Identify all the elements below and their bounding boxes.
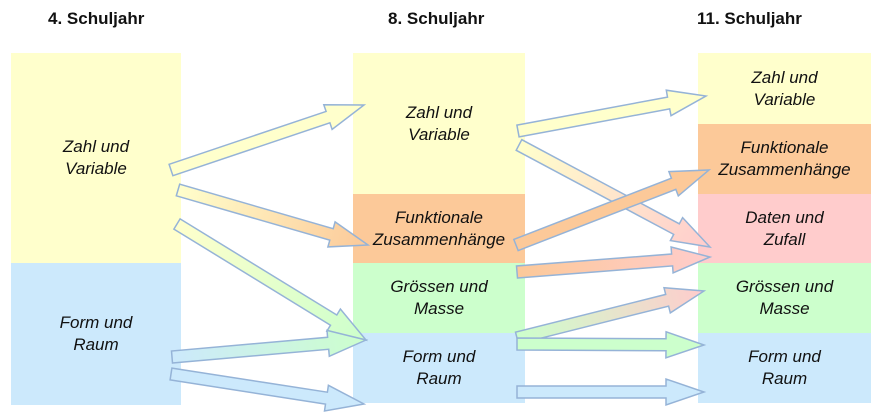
box-label-line2: Raum xyxy=(416,369,462,388)
box-label-line1: Funktionale xyxy=(740,138,829,157)
arrow-c1-zahl-to-c2-zahl xyxy=(168,104,367,177)
box-label-line2: Masse xyxy=(759,299,810,318)
arrow-c2-form-to-c3-groe xyxy=(514,286,707,345)
arrow-c2-zahl-to-c3-zahl xyxy=(516,89,709,138)
box-label-line1: Zahl und xyxy=(751,67,818,87)
column-title-11: 11. Schuljahr xyxy=(697,9,802,28)
box-label-line2: Raum xyxy=(73,335,119,354)
box-label-line2: Zusammenhänge xyxy=(718,160,851,179)
column-title-8: 8. Schuljahr xyxy=(388,9,485,28)
box-label-line2: Raum xyxy=(761,369,808,388)
arrow-c1-form-to-c2-form xyxy=(169,367,367,412)
box-label-line1: Zahl und xyxy=(405,102,473,122)
column-title-4: 4. Schuljahr xyxy=(48,9,145,28)
box-label-line2: Zufall xyxy=(763,229,806,249)
arrow-c2-groe-to-c3-date xyxy=(515,246,713,279)
box-label-line2: Zusammenhänge xyxy=(372,229,506,249)
arrow-c2-form-to-c3-form xyxy=(516,377,707,407)
box-label-line1: Grössen und xyxy=(390,277,488,296)
box-label-line1: Grössen und xyxy=(735,277,834,296)
box-label-line2: Variable xyxy=(753,89,816,109)
arrow-c1-zahl-to-c2-funk xyxy=(175,183,371,248)
box-label-line2: Masse xyxy=(413,299,465,318)
box-label-line1: Form und xyxy=(402,347,476,366)
arrow-c2-zahl-to-c3-date xyxy=(515,138,713,249)
box-label-line1: Funktionale xyxy=(395,207,483,227)
arrow-c2-funk-to-c3-funk xyxy=(512,169,712,252)
arrow-c1-form-to-c2-form xyxy=(170,329,369,364)
box-label-line1: Daten und xyxy=(745,207,824,227)
arrow-c1-zahl-to-c2-form xyxy=(172,217,368,342)
box-label-line1: Zahl und xyxy=(62,137,130,156)
box-label-line1: Form und xyxy=(748,347,821,366)
box-label-line2: Variable xyxy=(408,124,470,144)
arrow-c2-form-to-c3-form xyxy=(516,330,707,359)
box-label-line1: Form und xyxy=(59,313,133,332)
box-label-line2: Variable xyxy=(65,159,127,178)
